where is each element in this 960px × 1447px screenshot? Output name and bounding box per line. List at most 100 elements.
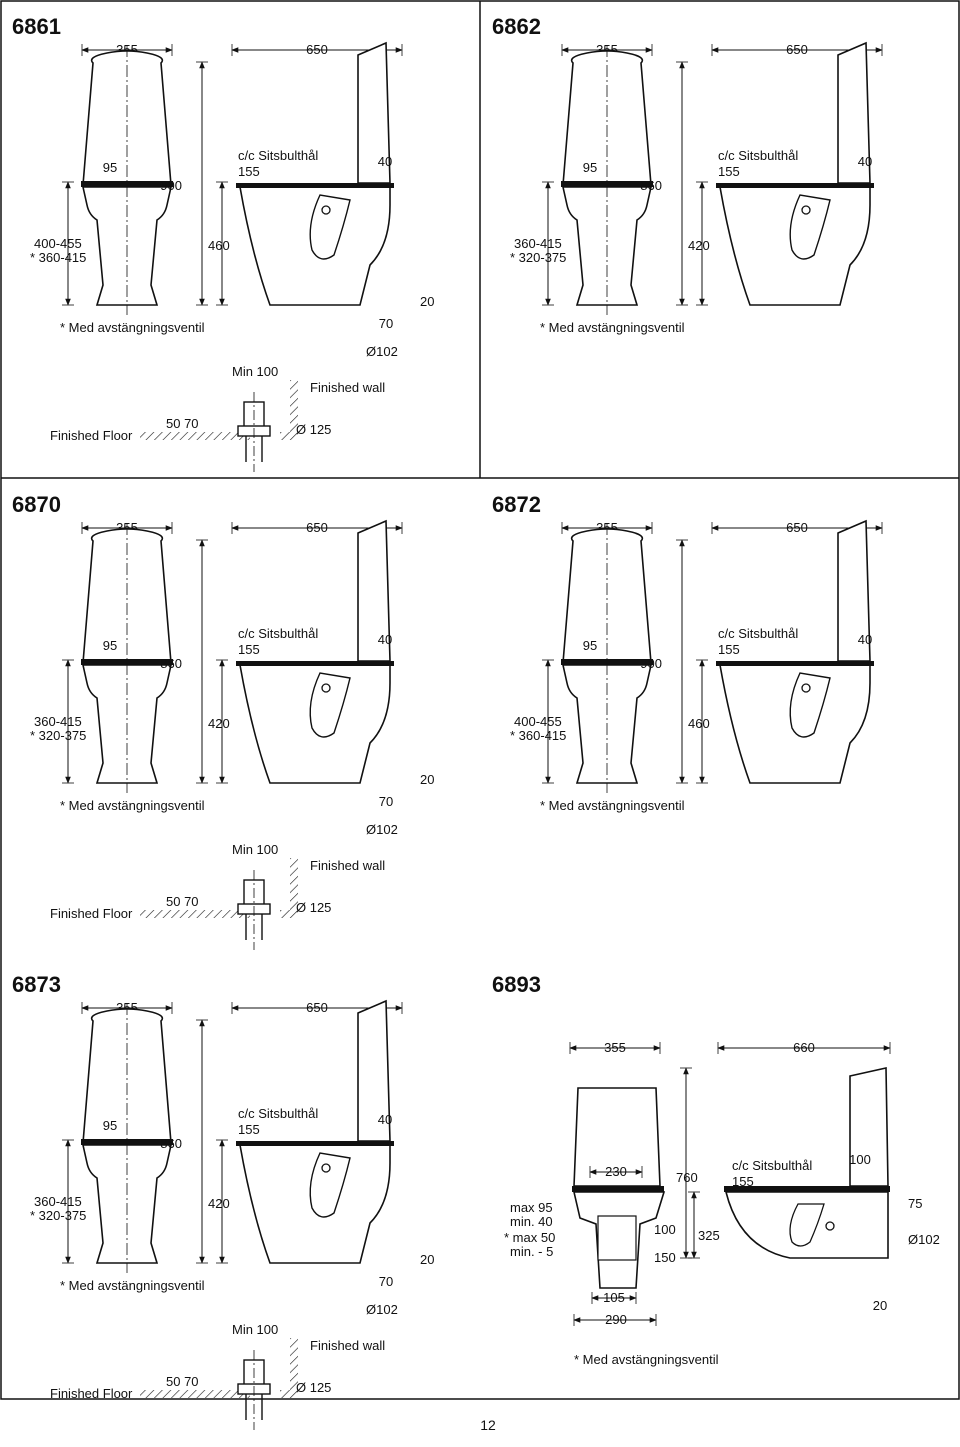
wall-label: Finished wall bbox=[310, 1338, 385, 1353]
model-number: 6893 bbox=[492, 972, 541, 997]
offset-value: 95 bbox=[103, 1118, 117, 1133]
range-value: 400-455 bbox=[34, 236, 82, 251]
step-value: 20 bbox=[420, 294, 434, 309]
range-value: 360-415 bbox=[514, 236, 562, 251]
bolt-value: 40 bbox=[858, 154, 872, 169]
range-value: 360-415 bbox=[34, 714, 82, 729]
pipe-dia-value: Ø102 bbox=[908, 1232, 940, 1247]
floor-label: Finished Floor bbox=[50, 428, 133, 443]
height-value: 860 bbox=[160, 656, 182, 671]
max2-label: * max 50 bbox=[504, 1230, 555, 1245]
height-value: 860 bbox=[160, 1136, 182, 1151]
pipe-dia-value: Ø102 bbox=[366, 1302, 398, 1317]
bolt-value: 40 bbox=[378, 154, 392, 169]
front-view-drawing bbox=[80, 44, 174, 316]
sitsbulthal-label: c/c Sitsbulthål bbox=[732, 1158, 812, 1173]
floor-range-value: 50 70 bbox=[166, 1374, 199, 1389]
valve-note: * Med avstängningsventil bbox=[540, 798, 685, 813]
front-view-drawing bbox=[80, 522, 174, 794]
right-gap-value: 20 bbox=[873, 1298, 887, 1313]
range-value: 360-415 bbox=[34, 1194, 82, 1209]
pipe-dia-value: Ø102 bbox=[366, 344, 398, 359]
panel-6873: 68733556508604209540c/c Sitsbulthål15536… bbox=[12, 972, 434, 1431]
floor-pipe-drawing bbox=[237, 391, 271, 473]
min2-label: min. - 5 bbox=[510, 1244, 553, 1259]
sitsbulthal-value: 155 bbox=[718, 642, 740, 657]
min-value: Min 100 bbox=[232, 1322, 278, 1337]
range-alt-value: * 320-375 bbox=[30, 1208, 86, 1223]
top-w-value: 230 bbox=[605, 1164, 627, 1179]
seat-front-drawing bbox=[572, 1186, 664, 1192]
wall-label: Finished wall bbox=[310, 380, 385, 395]
bowl-side-drawing bbox=[724, 1191, 889, 1259]
bot-w2-value: 290 bbox=[605, 1312, 627, 1327]
bolt-value: 40 bbox=[378, 1112, 392, 1127]
floor-label: Finished Floor bbox=[50, 1386, 133, 1401]
sitsbulthal-value: 155 bbox=[238, 642, 260, 657]
length-value: 650 bbox=[306, 1000, 328, 1015]
length-value: 650 bbox=[786, 520, 808, 535]
seat-height-value: 460 bbox=[688, 716, 710, 731]
sitsbulthal-value: 155 bbox=[238, 164, 260, 179]
back-h-value: 325 bbox=[698, 1228, 720, 1243]
step-value: 20 bbox=[420, 1252, 434, 1267]
width-value: 355 bbox=[604, 1040, 626, 1055]
range-alt-value: * 320-375 bbox=[510, 250, 566, 265]
sitsbulthal-value: 155 bbox=[238, 1122, 260, 1137]
range-value: 400-455 bbox=[514, 714, 562, 729]
page-frame bbox=[0, 0, 960, 1400]
front-view-drawing bbox=[560, 522, 654, 794]
pipe-dia-value: Ø102 bbox=[366, 822, 398, 837]
inner-d-value: 100 bbox=[654, 1222, 676, 1237]
max1-label: max 95 bbox=[510, 1200, 553, 1215]
length-value: 650 bbox=[306, 42, 328, 57]
bolt-value: 40 bbox=[858, 632, 872, 647]
seat-height-value: 420 bbox=[688, 238, 710, 253]
wall-label: Finished wall bbox=[310, 858, 385, 873]
valve-note: * Med avstängningsventil bbox=[60, 320, 205, 335]
wall-gap-value: 70 bbox=[379, 1274, 393, 1289]
valve-note: * Med avstängningsventil bbox=[60, 798, 205, 813]
sitsbulthal-label: c/c Sitsbulthål bbox=[718, 626, 798, 641]
pipe-dia2-value: Ø 125 bbox=[296, 422, 331, 437]
page-number: 12 bbox=[480, 1417, 496, 1433]
min-value: Min 100 bbox=[232, 842, 278, 857]
sitsbulthal-value: 155 bbox=[718, 164, 740, 179]
model-number: 6872 bbox=[492, 492, 541, 517]
sitsbulthal-value: 155 bbox=[732, 1174, 754, 1189]
bolt-value: 40 bbox=[378, 632, 392, 647]
height-value: 900 bbox=[160, 178, 182, 193]
sitsbulthal-label: c/c Sitsbulthål bbox=[238, 148, 318, 163]
panel-6861: 68613556509004609540c/c Sitsbulthål15540… bbox=[12, 14, 434, 473]
offset-value: 95 bbox=[103, 638, 117, 653]
seat-height-value: 420 bbox=[208, 716, 230, 731]
model-number: 6873 bbox=[12, 972, 61, 997]
height-value: 760 bbox=[676, 1170, 698, 1185]
valve-note: * Med avstängningsventil bbox=[574, 1352, 719, 1367]
front-view-drawing bbox=[80, 1002, 174, 1274]
length-value: 660 bbox=[793, 1040, 815, 1055]
min1-label: min. 40 bbox=[510, 1214, 553, 1229]
bot-w1-value: 105 bbox=[603, 1290, 625, 1305]
bolt-value: 100 bbox=[849, 1152, 871, 1167]
sitsbulthal-label: c/c Sitsbulthål bbox=[718, 148, 798, 163]
height-value: 900 bbox=[640, 656, 662, 671]
length-value: 650 bbox=[306, 520, 328, 535]
sitsbulthal-label: c/c Sitsbulthål bbox=[238, 1106, 318, 1121]
min-value: Min 100 bbox=[232, 364, 278, 379]
floor-range-value: 50 70 bbox=[166, 416, 199, 431]
pipe-dia2-value: Ø 125 bbox=[296, 1380, 331, 1395]
length-value: 650 bbox=[786, 42, 808, 57]
panel-6870: 68703556508604209540c/c Sitsbulthål15536… bbox=[12, 492, 434, 951]
step-value: 20 bbox=[420, 772, 434, 787]
range-alt-value: * 360-415 bbox=[30, 250, 86, 265]
floor-label: Finished Floor bbox=[50, 906, 133, 921]
front-view-drawing bbox=[560, 44, 654, 316]
floor-range-value: 50 70 bbox=[166, 894, 199, 909]
offset-value: 95 bbox=[103, 160, 117, 175]
pipe-h-value: 75 bbox=[908, 1196, 922, 1211]
floor-pipe-drawing bbox=[237, 1349, 271, 1431]
seat-height-value: 460 bbox=[208, 238, 230, 253]
